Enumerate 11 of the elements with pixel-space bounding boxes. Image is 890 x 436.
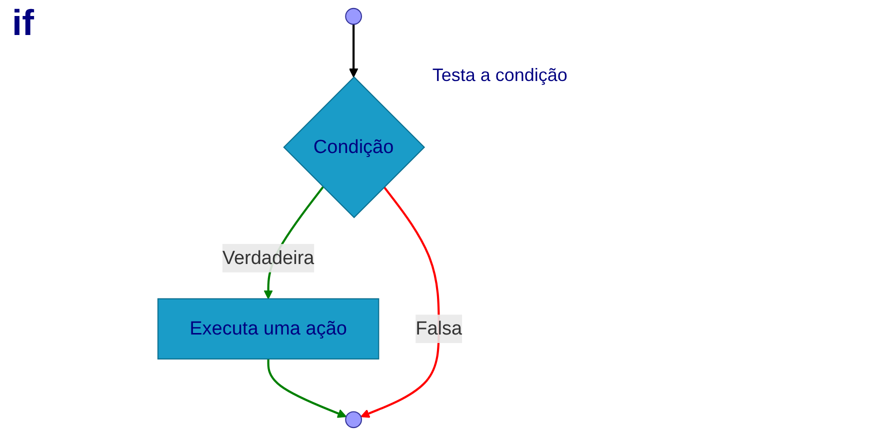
edge-label: Falsa: [416, 318, 462, 339]
node-circle: [345, 411, 362, 428]
diagram-title: if: [12, 2, 34, 44]
annotation-text: Testa a condição: [432, 65, 568, 86]
node-circle: [345, 8, 362, 25]
node-diamond: Condição: [283, 76, 426, 218]
node-box: Executa uma ação: [157, 298, 380, 360]
arrow: [267, 358, 347, 418]
arrow: [348, 24, 358, 78]
arrow: [360, 186, 440, 418]
edge-label: Verdadeira: [222, 247, 314, 268]
